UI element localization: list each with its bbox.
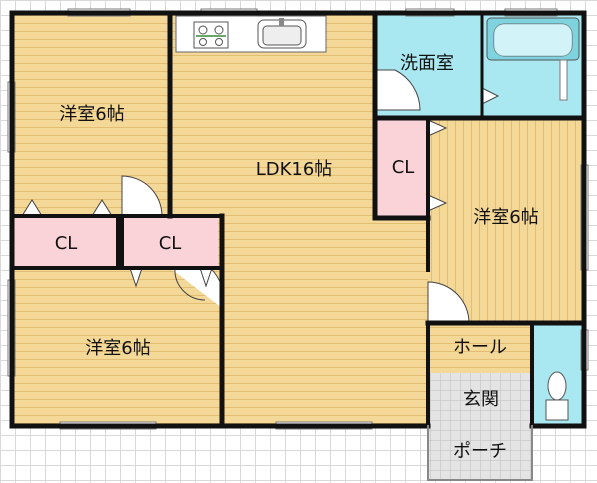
room-label-closet-right: CL — [391, 157, 415, 178]
entrance-floor — [428, 373, 532, 426]
room-label-ldk: LDK16帖 — [255, 159, 333, 180]
room-label-washroom: 洗面室 — [400, 53, 454, 74]
room-label-porch: ポーチ — [453, 441, 507, 462]
porch-floor — [428, 426, 532, 480]
toilet-icon — [545, 371, 569, 421]
bathtub-icon — [486, 17, 580, 61]
walls — [9, 10, 587, 481]
room-label-hall: ホール — [453, 337, 507, 358]
closet-mid — [122, 216, 218, 268]
closet-left — [14, 216, 118, 268]
kitchen-sink-icon — [257, 18, 307, 49]
room-label-western-right: 洋室6帖 — [473, 207, 539, 228]
room-label-western-bottom-left: 洋室6帖 — [85, 338, 151, 359]
door-swing-icon — [121, 69, 470, 324]
western-room-right-floor — [428, 118, 584, 323]
room-label-western-top-left: 洋室6帖 — [59, 104, 125, 125]
room-label-closet-mid: CL — [158, 233, 182, 254]
room-label-entrance: 玄関 — [463, 389, 499, 410]
closet-right — [376, 118, 428, 218]
room-label-closet-left: CL — [54, 233, 78, 254]
stove-icon — [193, 21, 229, 49]
hall-floor — [428, 323, 532, 373]
